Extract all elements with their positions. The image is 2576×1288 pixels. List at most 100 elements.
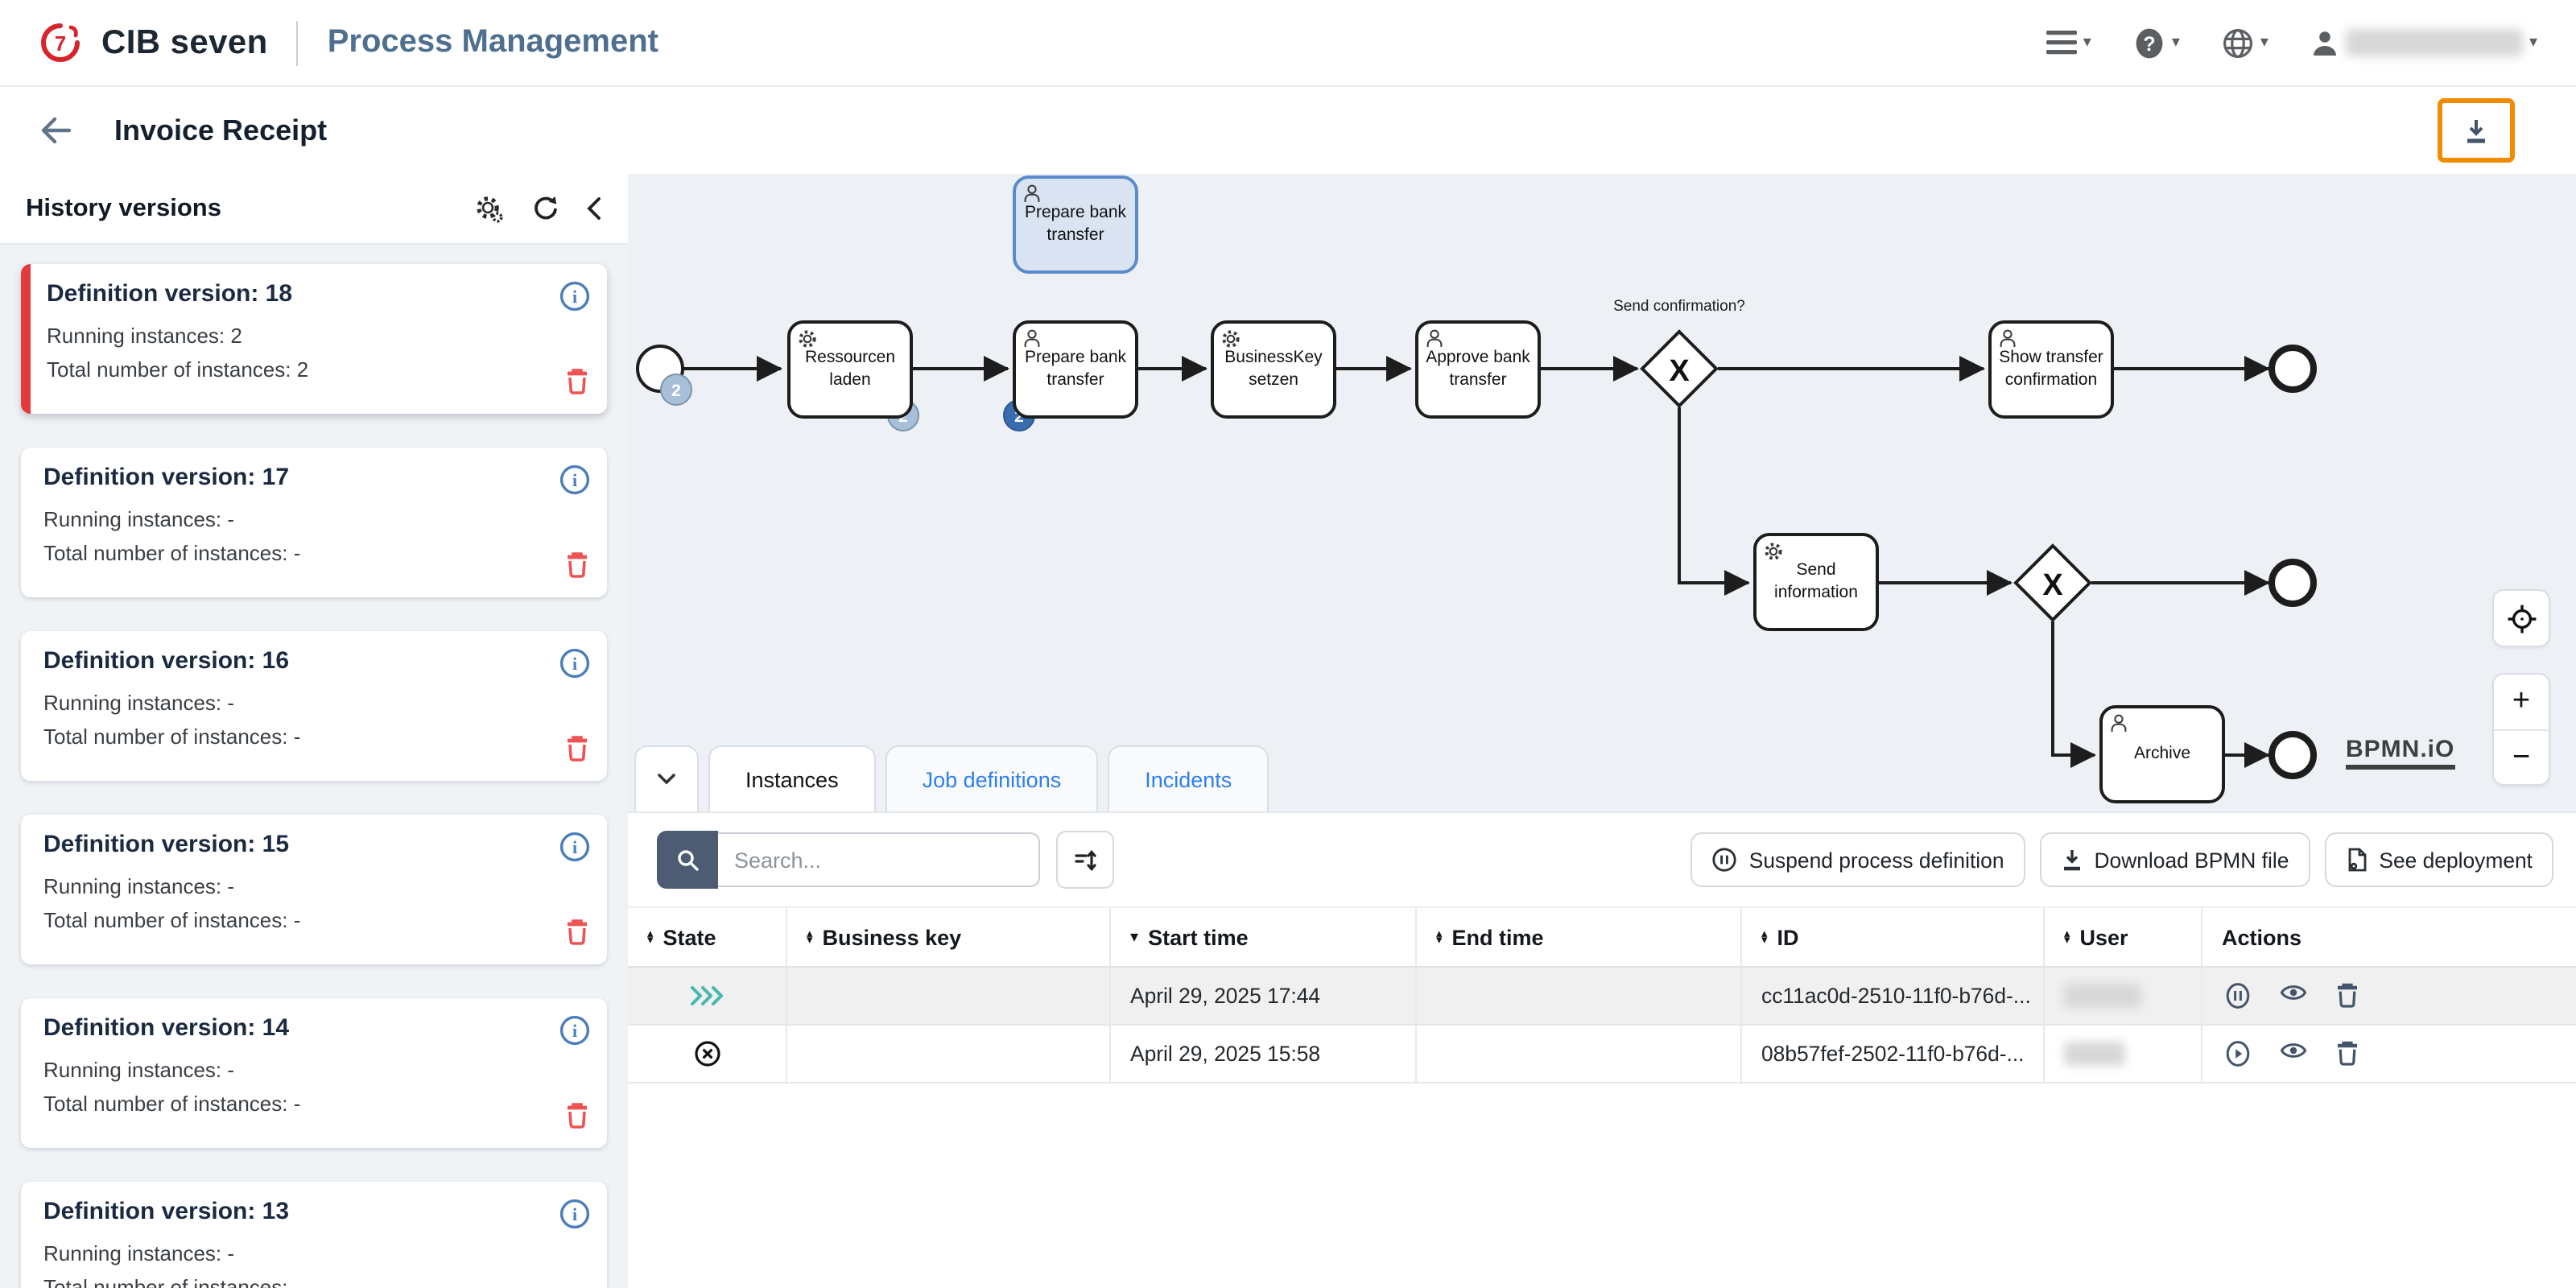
- user-task-icon: [1425, 328, 1444, 348]
- sort-options-button[interactable]: [1056, 831, 1114, 889]
- instance-row: April 29, 2025 17:44 cc11ac0d-2510-11f0-…: [628, 968, 2576, 1026]
- suspend-definition-button[interactable]: Suspend process definition: [1690, 832, 2025, 887]
- delete-version-icon[interactable]: [565, 1101, 589, 1129]
- svg-text:i: i: [572, 837, 577, 857]
- task-ressourcen-laden[interactable]: Ressourcen laden: [787, 320, 913, 419]
- tab-instances[interactable]: Instances: [708, 745, 876, 811]
- sort-icon: ▴▾: [807, 925, 813, 947]
- info-icon[interactable]: i: [559, 1014, 591, 1046]
- search-icon: [675, 848, 700, 872]
- delete-version-icon[interactable]: [565, 551, 589, 578]
- view-instance-icon[interactable]: [2280, 1040, 2307, 1067]
- delete-instance-icon[interactable]: [2336, 1040, 2359, 1067]
- running-instances: Running instances: -: [43, 874, 235, 898]
- total-instances: Total number of instances: 2: [47, 357, 309, 382]
- sort-icon: ▴▾: [647, 925, 654, 947]
- download-diagram-button[interactable]: [2438, 98, 2515, 163]
- info-icon[interactable]: i: [559, 464, 591, 496]
- language-menu-button[interactable]: ▾: [2222, 27, 2268, 59]
- caret-down-icon: ▾: [2083, 33, 2091, 51]
- collapse-panel-tab[interactable]: [634, 745, 699, 811]
- version-card-16[interactable]: Definition version: 16 Running instances…: [21, 631, 607, 781]
- task-approve-bank-transfer[interactable]: Approve bank transfer: [1415, 320, 1541, 419]
- delete-version-icon[interactable]: [565, 918, 589, 945]
- help-menu-button[interactable]: ? ▾: [2133, 27, 2180, 59]
- search-input[interactable]: [718, 832, 1040, 887]
- task-send-information[interactable]: Send information: [1753, 533, 1879, 631]
- service-task-icon: [1220, 328, 1241, 349]
- info-icon[interactable]: i: [559, 831, 591, 863]
- info-icon[interactable]: i: [559, 280, 591, 312]
- zoom-out-button[interactable]: −: [2494, 729, 2549, 784]
- globe-icon: [2222, 27, 2254, 59]
- version-card-18[interactable]: Definition version: 18 Running instances…: [21, 264, 607, 414]
- gateway-send-confirmation: X: [1640, 329, 1719, 408]
- business-key-cell: [787, 1026, 1111, 1082]
- task-prepare-bank-transfer-floating[interactable]: Prepare bank transfer: [1013, 175, 1138, 274]
- task-prepare-bank-transfer[interactable]: Prepare bank transfer: [1013, 320, 1138, 419]
- column-header-start-time[interactable]: ▾ Start time: [1111, 908, 1417, 966]
- delete-instance-icon[interactable]: [2336, 982, 2359, 1009]
- column-header-user[interactable]: ▴▾ User: [2045, 908, 2202, 966]
- running-instances: Running instances: -: [43, 507, 235, 531]
- version-card-14[interactable]: Definition version: 14 Running instances…: [21, 998, 607, 1148]
- zoom-in-button[interactable]: +: [2494, 675, 2549, 729]
- deployment-file-icon: [2345, 847, 2368, 873]
- version-title: Definition version: 14: [43, 1014, 290, 1042]
- task-label: Approve bank transfer: [1426, 348, 1530, 389]
- panel-toolbar: Suspend process definition Download BPMN…: [657, 831, 2553, 889]
- version-card-15[interactable]: Definition version: 15 Running instances…: [21, 815, 607, 964]
- instances-table: ▴▾ State ▴▾ Business key ▾ Start time ▴▾…: [628, 906, 2576, 1084]
- delete-version-icon[interactable]: [565, 734, 589, 762]
- service-task-icon: [1763, 541, 1784, 562]
- main-menu-button[interactable]: ▾: [2046, 31, 2091, 55]
- task-show-transfer-confirmation[interactable]: Show transfer confirmation: [1988, 320, 2114, 419]
- canceled-state-icon: [693, 1040, 720, 1067]
- view-instance-icon[interactable]: [2280, 982, 2307, 1009]
- version-card-17[interactable]: Definition version: 17 Running instances…: [21, 448, 607, 597]
- version-title: Definition version: 13: [43, 1198, 290, 1225]
- version-title: Definition version: 16: [43, 647, 290, 675]
- version-title: Definition version: 17: [43, 464, 290, 491]
- task-businesskey-setzen[interactable]: BusinessKey setzen: [1211, 320, 1336, 419]
- user-redacted: [2064, 984, 2141, 1008]
- delete-version-icon[interactable]: [565, 367, 589, 394]
- search-button[interactable]: [657, 831, 718, 889]
- user-menu-button[interactable]: ▾: [2310, 29, 2537, 56]
- tab-job-definitions[interactable]: Job definitions: [885, 745, 1099, 811]
- start-time-cell: April 29, 2025 17:44: [1111, 968, 1417, 1024]
- info-icon[interactable]: i: [559, 647, 591, 679]
- tab-incidents[interactable]: Incidents: [1108, 745, 1269, 811]
- info-icon[interactable]: i: [559, 1198, 591, 1230]
- total-instances: Total number of instances: -: [43, 907, 301, 932]
- column-header-end-time[interactable]: ▴▾ End time: [1417, 908, 1742, 966]
- task-label: Prepare bank transfer: [1024, 348, 1127, 389]
- column-header-id[interactable]: ▴▾ ID: [1742, 908, 2045, 966]
- column-header-state[interactable]: ▴▾ State: [628, 908, 787, 966]
- see-deployment-button[interactable]: See deployment: [2324, 832, 2553, 887]
- history-versions-sidebar: History versions: [0, 174, 630, 1288]
- bpmn-canvas[interactable]: X X 2 2 2: [628, 174, 2576, 811]
- column-header-business-key[interactable]: ▴▾ Business key: [787, 908, 1111, 966]
- start-time-cell: April 29, 2025 15:58: [1111, 1026, 1417, 1082]
- svg-text:i: i: [572, 654, 577, 674]
- sidebar-header: History versions: [0, 174, 628, 245]
- reset-viewport-button[interactable]: [2492, 589, 2550, 647]
- refresh-icon[interactable]: [531, 195, 559, 222]
- header-divider: [296, 20, 299, 65]
- download-bpmn-label: Download BPMN file: [2094, 848, 2289, 872]
- task-archive[interactable]: Archive: [2099, 705, 2225, 803]
- instance-id-cell[interactable]: cc11ac0d-2510-11f0-b76d-...: [1742, 968, 2045, 1024]
- download-bpmn-button[interactable]: Download BPMN file: [2039, 832, 2310, 887]
- version-card-13[interactable]: Definition version: 13 Running instances…: [21, 1182, 607, 1288]
- instance-id-cell[interactable]: 08b57fef-2502-11f0-b76d-...: [1742, 1026, 2045, 1082]
- suspend-instance-icon[interactable]: [2225, 982, 2251, 1009]
- back-button[interactable]: [39, 116, 72, 145]
- collapse-sidebar-icon[interactable]: [586, 196, 602, 221]
- sort-amount-icon: [1073, 848, 1097, 872]
- service-task-icon: [797, 328, 818, 349]
- activate-instance-icon[interactable]: [2225, 1040, 2251, 1067]
- process-settings-icon[interactable]: [475, 194, 504, 223]
- running-instances: Running instances: -: [43, 1058, 235, 1082]
- suspend-definition-label: Suspend process definition: [1748, 848, 2004, 872]
